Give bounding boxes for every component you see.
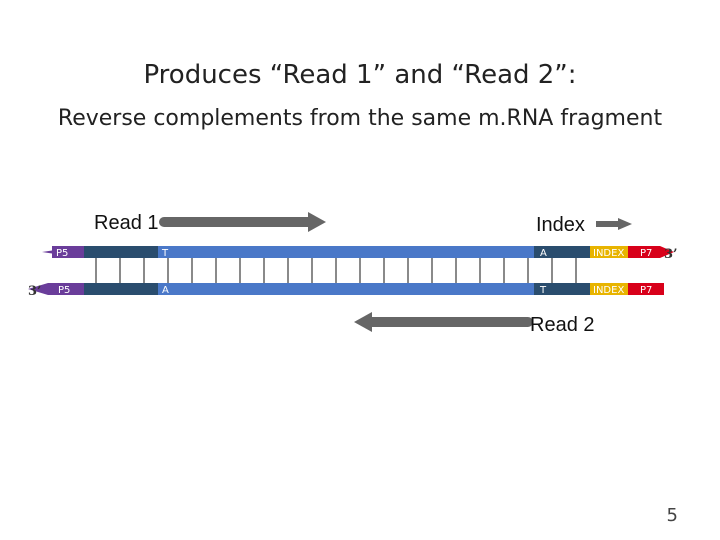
bottom-base-right: T bbox=[539, 285, 547, 296]
top-adapter-left bbox=[84, 246, 158, 258]
top-base-left: T bbox=[161, 248, 169, 259]
bottom-strand: 3’ P5 A T INDEX P7 bbox=[28, 283, 664, 299]
read1-arrow bbox=[159, 212, 326, 232]
bottom-adapter-left bbox=[84, 283, 158, 295]
top-p7-label: P7 bbox=[640, 248, 652, 259]
index-arrow bbox=[596, 218, 632, 230]
bottom-base-left: A bbox=[162, 285, 169, 296]
top-index-block bbox=[590, 246, 628, 258]
top-p5-block bbox=[52, 246, 84, 258]
bottom-p7-label: P7 bbox=[640, 285, 652, 296]
read2-arrow bbox=[354, 312, 533, 332]
top-strand: P5 T A INDEX P7 3’ bbox=[42, 246, 678, 262]
slide-subtitle: Reverse complements from the same m.RNA … bbox=[57, 106, 663, 131]
strand-rungs bbox=[95, 258, 577, 283]
read1-label: Read 1 bbox=[94, 212, 159, 234]
bottom-index-block bbox=[590, 283, 628, 295]
top-base-right: A bbox=[540, 248, 547, 259]
page-number: 5 bbox=[666, 505, 678, 526]
bottom-p5-block bbox=[48, 283, 84, 295]
top-p7-segment bbox=[628, 246, 674, 258]
bottom-adapter-right bbox=[534, 283, 590, 295]
bottom-end-arrow bbox=[28, 283, 48, 295]
read2-label: Read 2 bbox=[530, 314, 595, 336]
top-p5-label: P5 bbox=[56, 248, 68, 259]
bottom-3prime-label: 3’ bbox=[28, 284, 42, 299]
index-label: Index bbox=[536, 214, 585, 236]
top-insert bbox=[158, 246, 534, 258]
bottom-p7-segment bbox=[628, 283, 664, 295]
top-adapter-right bbox=[534, 246, 590, 258]
top-index-label: INDEX bbox=[593, 248, 624, 259]
bottom-p5-label: P5 bbox=[58, 285, 70, 296]
top-3prime-label: 3’ bbox=[664, 247, 678, 262]
slide-title: Produces “Read 1” and “Read 2”: bbox=[143, 60, 577, 90]
bottom-insert bbox=[158, 283, 534, 295]
bottom-index-label: INDEX bbox=[593, 285, 624, 296]
